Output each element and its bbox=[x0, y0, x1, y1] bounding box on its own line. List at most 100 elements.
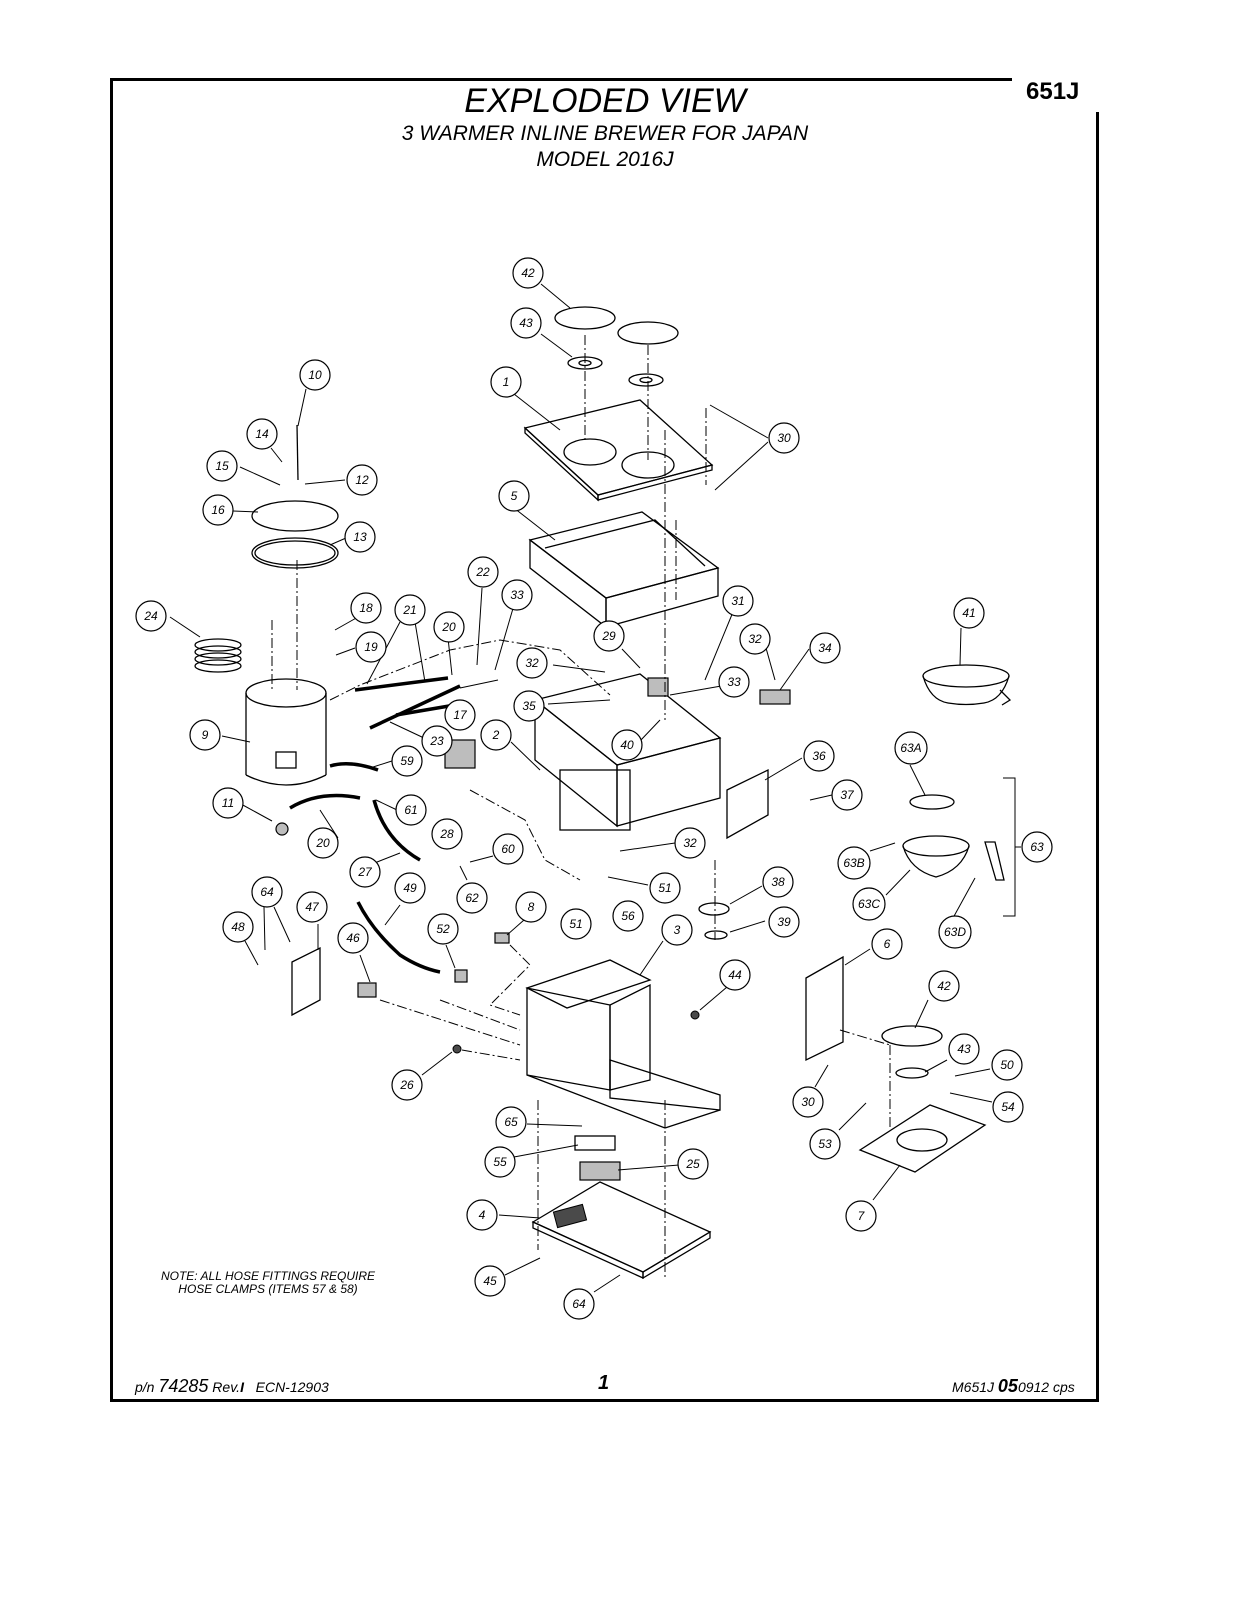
svg-text:61: 61 bbox=[404, 803, 417, 817]
svg-text:42: 42 bbox=[937, 979, 951, 993]
callout-38: 38 bbox=[762, 866, 794, 898]
svg-text:29: 29 bbox=[601, 629, 616, 643]
model-label: MODEL 2016J bbox=[536, 148, 674, 171]
callout-17: 17 bbox=[444, 699, 476, 731]
callout-63d: 63D bbox=[938, 915, 972, 949]
svg-text:16: 16 bbox=[211, 503, 225, 517]
svg-text:22: 22 bbox=[475, 565, 490, 579]
svg-text:9: 9 bbox=[202, 728, 209, 742]
svg-text:50: 50 bbox=[1000, 1058, 1014, 1072]
svg-text:20: 20 bbox=[315, 836, 330, 850]
svg-text:53: 53 bbox=[818, 1137, 832, 1151]
note-line-1: NOTE: ALL HOSE FITTINGS REQUIRE bbox=[160, 1269, 376, 1283]
svg-text:13: 13 bbox=[353, 530, 367, 544]
callout-40: 40 bbox=[611, 729, 643, 761]
frame-right-border bbox=[1096, 112, 1099, 1402]
callout-51-left: 51 bbox=[560, 908, 592, 940]
svg-text:63: 63 bbox=[1030, 840, 1044, 854]
frame-bottom-border bbox=[110, 1399, 1099, 1402]
rev-prefix: Rev. bbox=[208, 1379, 241, 1395]
svg-text:49: 49 bbox=[403, 881, 417, 895]
svg-text:30: 30 bbox=[777, 431, 791, 445]
callout-3: 3 bbox=[661, 914, 693, 946]
svg-text:35: 35 bbox=[522, 699, 536, 713]
callout-34: 34 bbox=[809, 632, 841, 664]
svg-text:62: 62 bbox=[465, 891, 479, 905]
drawing-parts bbox=[194, 306, 1012, 1280]
callout-33-left: 33 bbox=[501, 579, 533, 611]
svg-text:45: 45 bbox=[483, 1274, 497, 1288]
callout-20-upper: 20 bbox=[433, 611, 465, 643]
callout-61: 61 bbox=[395, 794, 427, 826]
svg-text:54: 54 bbox=[1001, 1100, 1015, 1114]
callout-27: 27 bbox=[349, 856, 381, 888]
callout-39: 39 bbox=[768, 906, 800, 938]
svg-text:65: 65 bbox=[504, 1115, 518, 1129]
svg-text:23: 23 bbox=[429, 734, 444, 748]
callout-25: 25 bbox=[677, 1148, 709, 1180]
footer-document-code: M651J 050912 cps bbox=[952, 1376, 1075, 1397]
callout-43-right: 43 bbox=[948, 1033, 980, 1065]
svg-text:41: 41 bbox=[962, 606, 975, 620]
pn-prefix: p/n bbox=[135, 1379, 159, 1395]
leader-lines bbox=[169, 283, 1021, 1293]
callouts: 42 43 1 10 14 15 12 30 16 5 13 22 33 24 … bbox=[135, 257, 1053, 1320]
svg-text:44: 44 bbox=[728, 968, 742, 982]
callout-14: 14 bbox=[246, 418, 278, 450]
callout-63a: 63A bbox=[894, 731, 928, 765]
svg-text:55: 55 bbox=[493, 1155, 507, 1169]
svg-text:7: 7 bbox=[858, 1209, 866, 1223]
svg-text:63D: 63D bbox=[944, 925, 966, 939]
callout-53: 53 bbox=[809, 1128, 841, 1160]
svg-text:20: 20 bbox=[441, 620, 456, 634]
callout-11: 11 bbox=[212, 787, 244, 819]
callout-13: 13 bbox=[344, 521, 376, 553]
callout-29: 29 bbox=[593, 620, 625, 652]
callout-55: 55 bbox=[484, 1146, 516, 1178]
svg-text:63A: 63A bbox=[900, 741, 921, 755]
svg-text:33: 33 bbox=[510, 588, 524, 602]
callout-23: 23 bbox=[421, 725, 453, 757]
callout-63: 63 bbox=[1021, 831, 1053, 863]
callout-21: 21 bbox=[394, 594, 426, 626]
svg-text:18: 18 bbox=[359, 601, 373, 615]
callout-42-top: 42 bbox=[512, 257, 544, 289]
callout-50: 50 bbox=[991, 1049, 1023, 1081]
hose-clamp-note: NOTE: ALL HOSE FITTINGS REQUIRE HOSE CLA… bbox=[118, 1270, 418, 1296]
svg-text:43: 43 bbox=[957, 1042, 971, 1056]
svg-text:48: 48 bbox=[231, 920, 245, 934]
doc-prefix: M651J bbox=[952, 1379, 998, 1395]
callout-5: 5 bbox=[498, 480, 530, 512]
callout-43-top: 43 bbox=[510, 307, 542, 339]
callout-15: 15 bbox=[206, 450, 238, 482]
svg-text:42: 42 bbox=[521, 266, 535, 280]
svg-text:26: 26 bbox=[399, 1078, 414, 1092]
callout-32-left: 32 bbox=[516, 647, 548, 679]
svg-text:1: 1 bbox=[503, 375, 510, 389]
callout-63b: 63B bbox=[837, 846, 871, 880]
svg-text:31: 31 bbox=[731, 594, 744, 608]
callout-26: 26 bbox=[391, 1069, 423, 1101]
callout-64-left: 64 bbox=[251, 876, 283, 908]
callout-33-right: 33 bbox=[718, 666, 750, 698]
callout-47: 47 bbox=[296, 891, 328, 923]
svg-text:32: 32 bbox=[748, 632, 762, 646]
svg-text:32: 32 bbox=[525, 656, 539, 670]
rev-letter: I bbox=[240, 1379, 244, 1395]
callout-63c: 63C bbox=[852, 887, 886, 921]
svg-text:64: 64 bbox=[572, 1297, 586, 1311]
frame-left-border bbox=[110, 78, 113, 1402]
callout-31: 31 bbox=[722, 585, 754, 617]
svg-text:64: 64 bbox=[260, 885, 274, 899]
svg-text:19: 19 bbox=[364, 640, 378, 654]
svg-text:51: 51 bbox=[569, 917, 582, 931]
page-subtitle: 3 WARMER INLINE BREWER FOR JAPAN bbox=[401, 122, 809, 145]
svg-text:37: 37 bbox=[840, 788, 855, 802]
callout-62: 62 bbox=[456, 882, 488, 914]
svg-text:32: 32 bbox=[683, 836, 697, 850]
svg-text:6: 6 bbox=[884, 937, 891, 951]
svg-text:4: 4 bbox=[479, 1208, 486, 1222]
callout-7: 7 bbox=[845, 1200, 877, 1232]
svg-text:17: 17 bbox=[453, 708, 468, 722]
